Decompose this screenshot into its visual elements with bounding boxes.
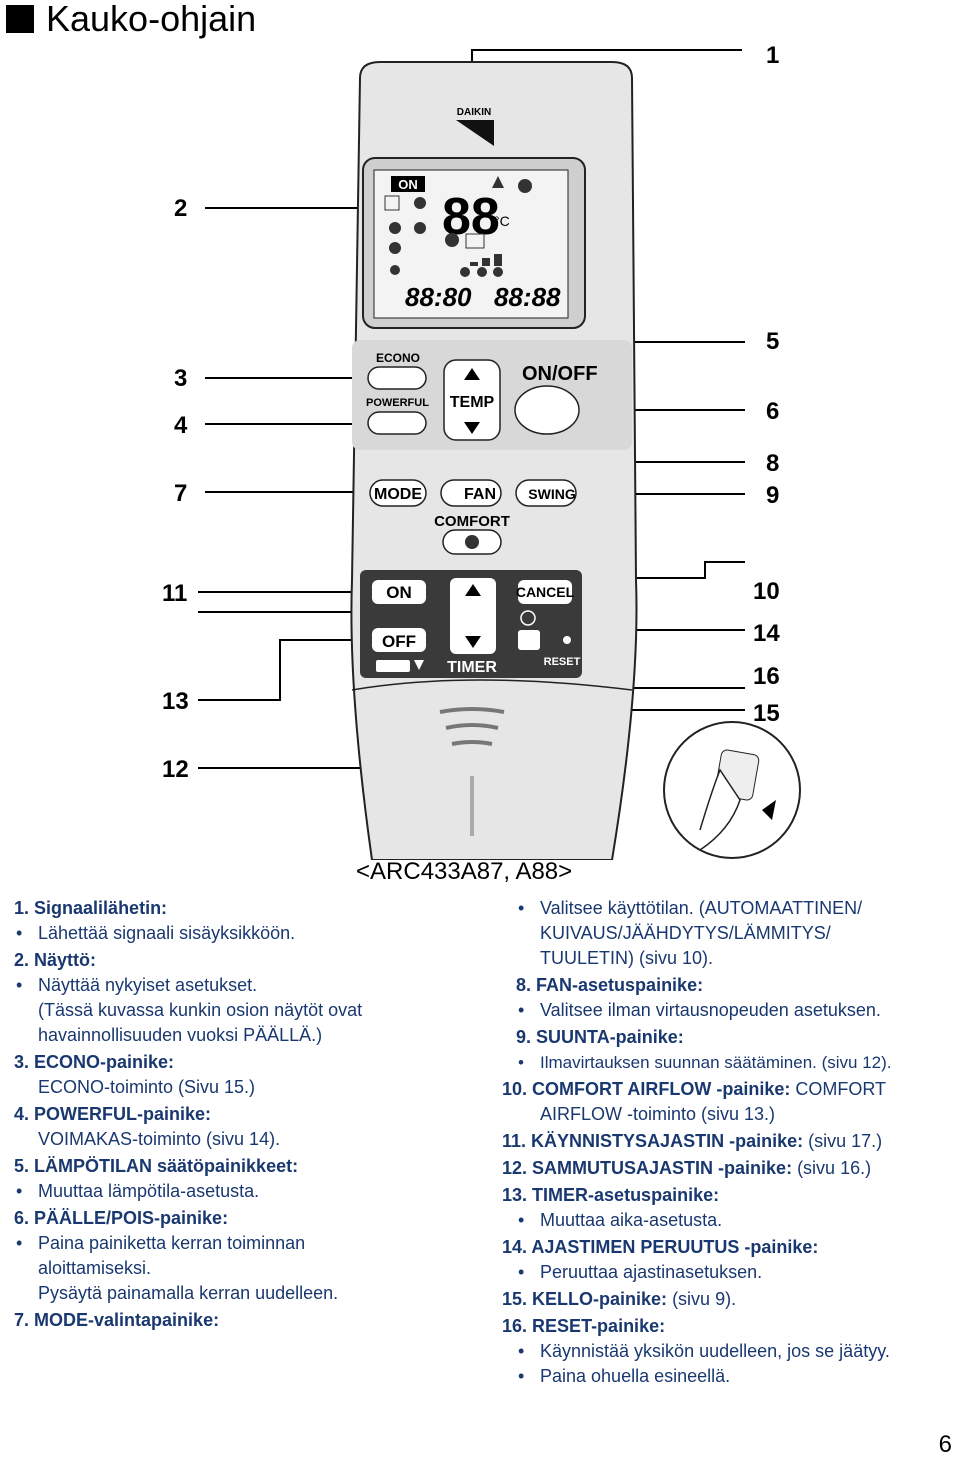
svg-text:RESET: RESET [544,656,581,668]
svg-text:SWING: SWING [528,486,576,502]
page-title: Kauko-ohjain [6,0,256,40]
svg-text:ON/OFF: ON/OFF [522,363,598,385]
svg-text:COMFORT: COMFORT [434,513,510,530]
svg-text:OFF: OFF [382,632,416,651]
callout-6: 6 [766,398,780,425]
page-number: 6 [938,1431,952,1458]
svg-text:MODE: MODE [374,486,422,503]
callout-3: 3 [174,365,188,392]
callout-5: 5 [766,328,780,355]
callout-1: 1 [766,42,780,69]
remote-illustration: DAIKIN ON 88 °C 88:80 88:88 ECONO POWERF… [198,49,801,860]
callout-7: 7 [174,480,188,507]
callout-9: 9 [766,482,780,509]
callout-14: 14 [753,620,780,647]
brand-logo: DAIKIN [457,107,491,118]
callout-4: 4 [174,412,188,439]
svg-text:POWERFUL: POWERFUL [366,397,429,409]
callout-15: 15 [753,700,780,727]
callout-13: 13 [162,688,189,715]
callout-2: 2 [174,195,188,222]
svg-text:TEMP: TEMP [450,394,495,411]
callout-11: 11 [162,580,188,607]
svg-text:CANCEL: CANCEL [516,584,575,600]
svg-text:ECONO: ECONO [376,351,420,365]
svg-text:ON: ON [386,583,412,602]
svg-text:ON: ON [398,177,418,192]
timer-right-digits: 88:88 [494,282,561,312]
callout-12: 12 [162,756,189,783]
svg-text:FAN: FAN [464,486,496,503]
callout-8: 8 [766,450,780,477]
svg-text:°C: °C [494,213,510,229]
model-label: <ARC433A87, A88> [356,858,573,885]
svg-text:TIMER: TIMER [447,659,497,676]
callout-16: 16 [753,663,780,690]
title-square-icon [6,5,34,33]
left-descriptions: 1. Signaalilähetin: Lähettää signaali si… [14,896,484,1333]
callout-10: 10 [753,578,780,605]
timer-left-digits: 88:80 [405,282,472,312]
right-descriptions: Valitsee käyttötilan. (AUTOMAATTINEN/ KU… [502,896,958,1389]
